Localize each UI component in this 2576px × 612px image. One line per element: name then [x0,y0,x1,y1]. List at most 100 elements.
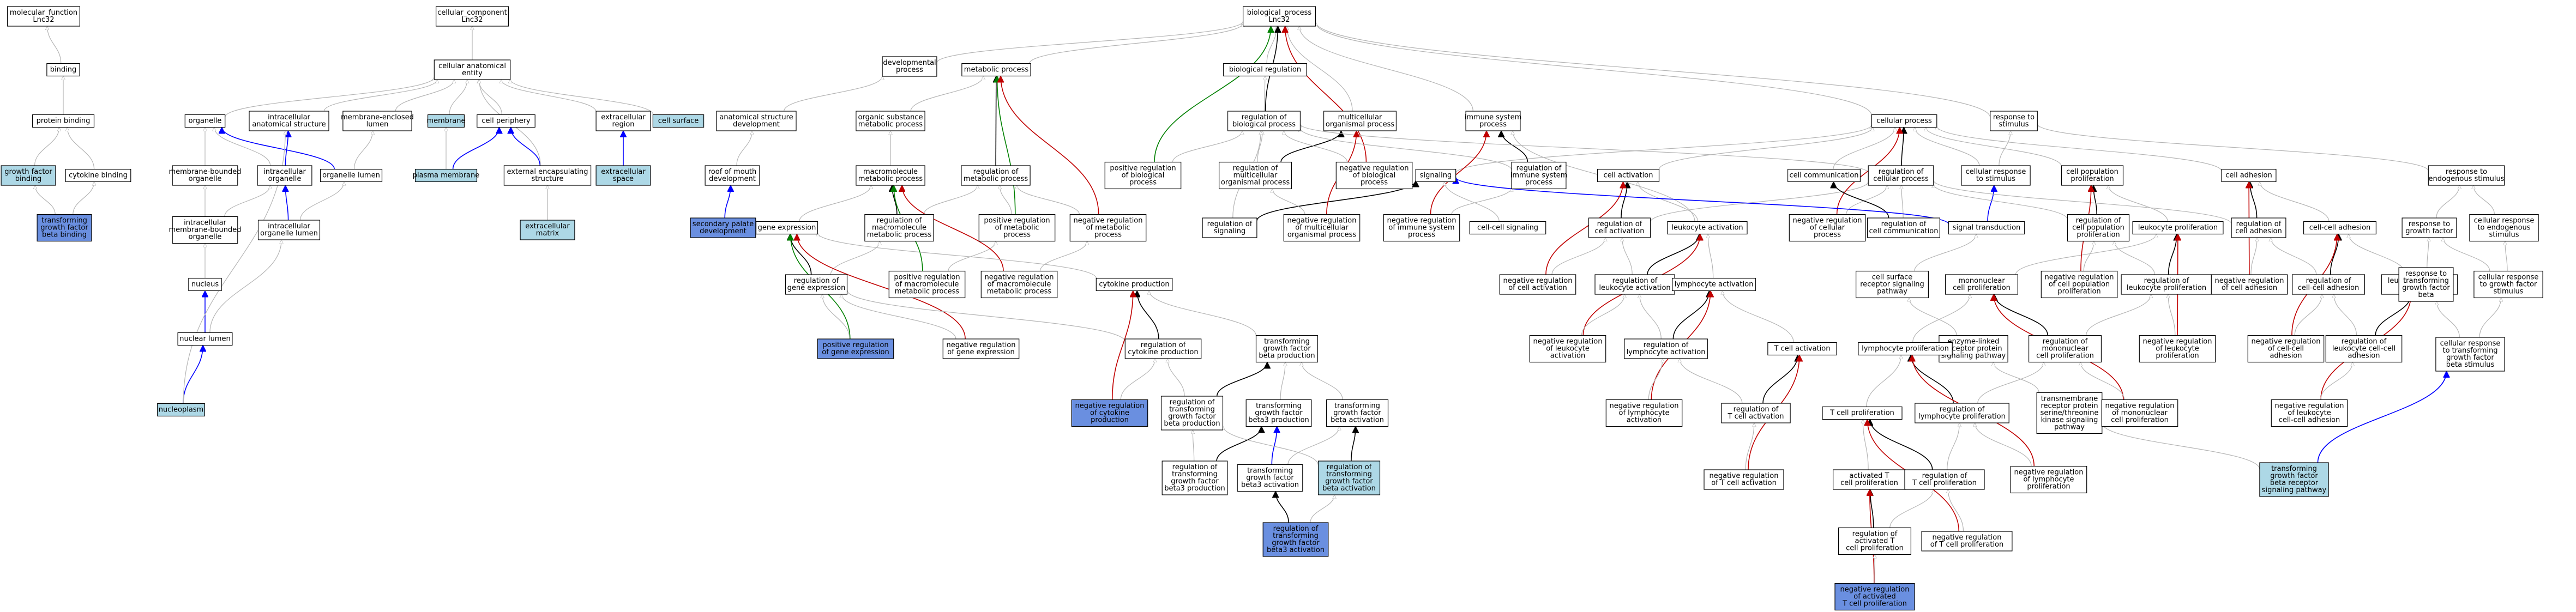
go-term-node[interactable]: organelle lumen [320,168,383,183]
go-term-node[interactable]: cellular process [1871,114,1937,128]
go-term-node[interactable]: regulation ofT cell activation [1721,403,1791,423]
go-term-node[interactable]: cell adhesion [2221,168,2277,183]
go-term-node[interactable]: biological regulation [1223,63,1307,77]
go-term-node[interactable]: T cell proliferation [1822,406,1903,420]
go-term-node[interactable]: cytokine binding [65,168,131,183]
go-term-node[interactable]: nucleus [188,277,222,292]
go-term-node[interactable]: nuclear lumen [177,332,233,346]
go-term-node[interactable]: cell-cell signaling [1469,221,1546,235]
go-term-node[interactable]: cell surface [652,114,705,128]
go-term-node[interactable]: lymphocyte activation [1672,277,1756,292]
go-term-node[interactable]: cell activation [1597,168,1660,183]
go-term-node[interactable]: organelle [184,114,226,128]
go-term-node[interactable]: nucleoplasm [157,403,205,417]
go-term-node[interactable]: cell periphery [477,114,535,128]
go-term-node[interactable]: gene expression [755,221,818,235]
go-term-node[interactable]: cell-cell adhesion [2303,221,2377,235]
go-term-node[interactable]: signaling [1415,168,1456,183]
go-term-node[interactable]: plasma membrane [413,168,480,183]
go-term-node[interactable]: T cell activation [1767,342,1837,356]
go-term-node[interactable]: leukocyte activation [1667,221,1748,235]
go-term-node[interactable]: cell communication [1787,168,1861,183]
go-term-node[interactable]: binding [46,63,80,77]
